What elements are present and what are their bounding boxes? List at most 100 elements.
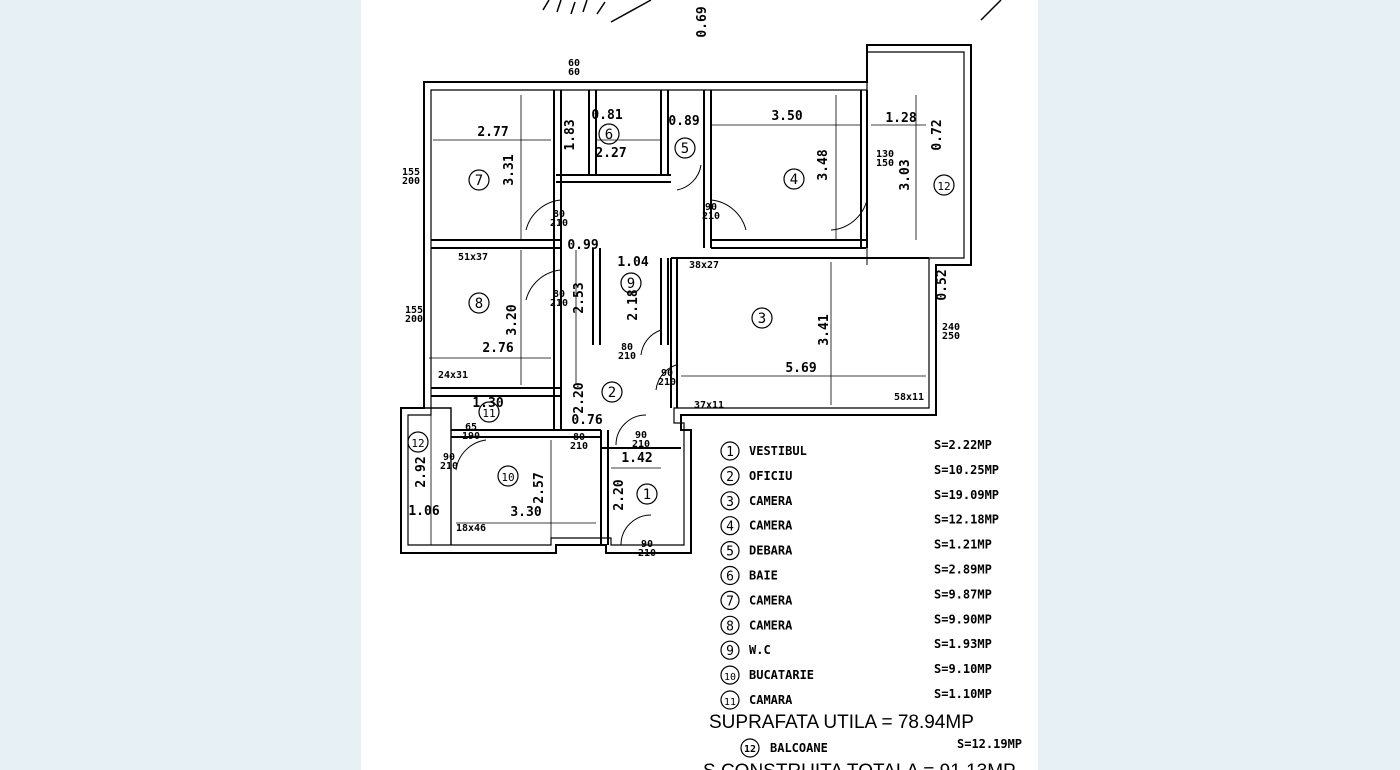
room-name: CAMERA [749, 593, 793, 607]
dimension-label: 1.04 [617, 255, 648, 270]
dimension-value: 155 [402, 167, 420, 178]
room-area: S=12.19MP [957, 737, 1022, 751]
room-area: S=9.87MP [934, 587, 992, 601]
dimension-value: 3.48 [816, 149, 831, 180]
room-number-circle [783, 168, 805, 190]
room-number: 1 [726, 445, 734, 460]
dimension-label: 18x46 [456, 523, 486, 534]
room-marker: 4 [783, 168, 805, 190]
dimension-value: 80 [553, 289, 565, 300]
dimension-label: 0.72 [930, 119, 945, 150]
room-marker: 12 [933, 174, 955, 196]
total-area-text-cut: S CONSTRUITA TOTALA = 91.13MP [703, 761, 1016, 770]
room-number-circle [720, 516, 740, 536]
dimension-value: 210 [550, 298, 568, 309]
room-marker: 3 [751, 307, 773, 329]
dimension-label: 1.42 [621, 451, 652, 466]
room-name: CAMARA [749, 693, 793, 707]
dimension-label: 2.27 [595, 146, 626, 161]
room-area: S=1.93MP [934, 637, 992, 651]
room-number: 12 [744, 744, 756, 755]
room-number-circle [598, 123, 620, 145]
room-number: 2 [726, 470, 734, 485]
dimension-value: 150 [876, 158, 894, 169]
dimension-label: 0.81 [591, 108, 622, 123]
dimension-value: 58x11 [894, 392, 924, 403]
dimension-value: 3.30 [510, 505, 541, 520]
dimension-value: 1.28 [885, 111, 916, 126]
dimension-label: 3.41 [817, 314, 832, 345]
balcony-legend-row: 12 BALCOANE S=12.19MP [740, 737, 1022, 758]
room-area: S=9.90MP [934, 612, 992, 626]
dimension-label: 5.69 [785, 361, 816, 376]
room-number-circle [720, 441, 740, 461]
dimension-value: 210 [550, 218, 568, 229]
room-number-circle [497, 465, 519, 487]
dimension-value: 90 [705, 202, 717, 213]
room-number-circle [720, 690, 740, 710]
dimension-value: 190 [462, 431, 480, 442]
room-name: CAMERA [749, 519, 793, 533]
floor-plan-drawing: 0.6960602.771.830.812.270.893.501.280.72… [400, 0, 1022, 770]
room-area: S=10.25MP [934, 463, 999, 477]
dimension-label: 0.89 [668, 114, 699, 129]
dimension-value: 210 [440, 461, 458, 472]
dimension-lines [429, 95, 926, 545]
room-number: 12 [937, 180, 950, 193]
room-number-circle [674, 137, 696, 159]
dimension-value: 210 [618, 351, 636, 362]
room-number-circle [620, 272, 642, 294]
room-area: S=2.89MP [934, 563, 992, 577]
dimension-value: 3.31 [502, 154, 517, 185]
room-number: 7 [726, 594, 734, 609]
dimension-label: 2.20 [612, 479, 627, 510]
door-swings [455, 164, 868, 546]
dimension-value: 130 [876, 149, 894, 160]
dimension-label: 2.53 [572, 282, 587, 313]
room-number: 1 [643, 487, 651, 503]
dimension-value: 210 [658, 377, 676, 388]
room-number: 9 [726, 644, 734, 659]
dimension-value: 18x46 [456, 523, 486, 534]
dimension-value: 210 [702, 211, 720, 222]
useful-area-text: SUPRAFATA UTILA = 78.94MP [709, 712, 974, 733]
dimension-value: 3.50 [771, 109, 802, 124]
room-number: 8 [726, 619, 734, 634]
dimension-label: 37x11 [694, 400, 724, 411]
dimension-value: 65 [465, 422, 477, 433]
dimension-label: 3.03 [898, 159, 913, 190]
room-marker: 5 [674, 137, 696, 159]
room-marker: 9 [620, 272, 642, 294]
room-number-circle [478, 401, 500, 423]
legend-row: 7 CAMERA S=9.87MP [720, 587, 992, 611]
room-name: CAMERA [749, 618, 793, 632]
dimension-value: 200 [405, 314, 423, 325]
room-area: S=2.22MP [934, 438, 992, 452]
dimension-label: 2.77 [477, 125, 508, 140]
room-number: 9 [627, 276, 635, 292]
dimension-value: 2.20 [572, 382, 587, 413]
room-name: BUCATARIE [749, 668, 814, 682]
room-number: 4 [726, 520, 734, 535]
dimension-value: 0.81 [591, 108, 622, 123]
room-number-circle [740, 738, 760, 758]
dimension-label: 3.30 [510, 505, 541, 520]
dimension-label: 51x37 [458, 252, 488, 263]
dimension-label: 1.83 [563, 119, 578, 150]
dimension-label: 38x27 [689, 260, 719, 271]
room-number: 5 [681, 141, 689, 157]
dimension-value: 24x31 [438, 370, 468, 381]
